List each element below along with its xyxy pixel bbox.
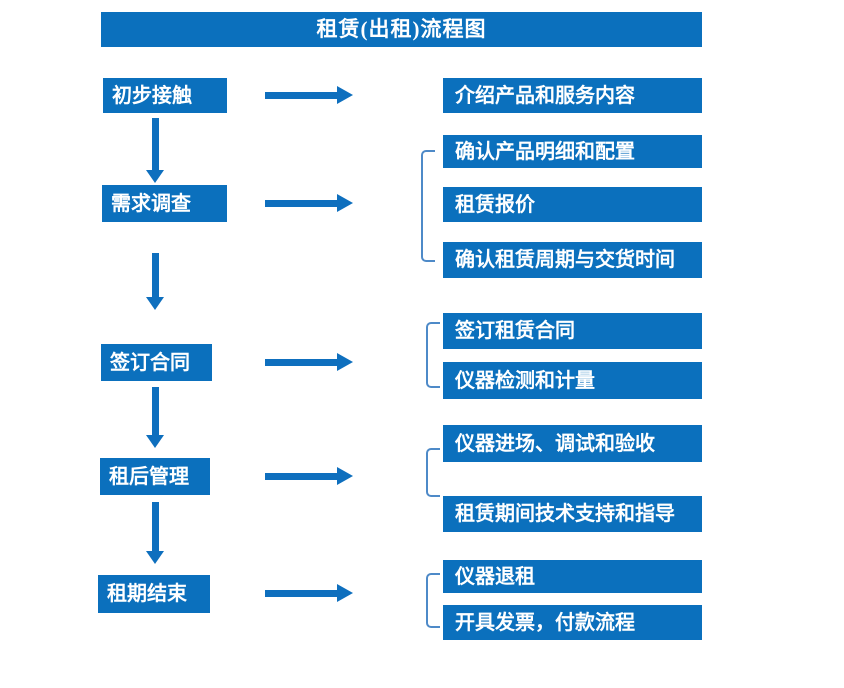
step-box-sign-contract: 签订合同 bbox=[101, 344, 212, 381]
step-box-initial-contact: 初步接触 bbox=[103, 78, 227, 113]
step-box-post-rental-management: 租后管理 bbox=[100, 458, 210, 495]
bracket-icon bbox=[426, 573, 440, 628]
arrow-down-icon bbox=[146, 118, 164, 183]
arrow-down-icon bbox=[146, 253, 164, 310]
arrow-shaft bbox=[151, 253, 159, 299]
arrow-right-icon bbox=[265, 194, 353, 212]
arrow-shaft bbox=[265, 91, 339, 99]
step-box-demand-survey: 需求调查 bbox=[102, 185, 227, 222]
detail-box-confirm-period-delivery: 确认租赁周期与交货时间 bbox=[443, 242, 702, 278]
detail-box-rental-quote: 租赁报价 bbox=[443, 187, 702, 222]
arrow-right-icon bbox=[265, 86, 353, 104]
detail-box-confirm-product-config: 确认产品明细和配置 bbox=[443, 135, 702, 168]
flowchart-title: 租赁(出租)流程图 bbox=[101, 12, 702, 47]
arrow-shaft bbox=[265, 472, 339, 480]
arrow-shaft bbox=[265, 199, 339, 207]
detail-box-sign-rental-contract: 签订租赁合同 bbox=[443, 313, 702, 349]
arrow-head bbox=[337, 194, 353, 212]
bracket-icon bbox=[426, 322, 440, 388]
bracket-icon bbox=[426, 448, 440, 497]
arrow-shaft bbox=[265, 358, 339, 366]
detail-box-invoice-payment: 开具发票，付款流程 bbox=[443, 605, 702, 640]
detail-box-instrument-return: 仪器退租 bbox=[443, 560, 702, 593]
detail-box-instrument-test-measure: 仪器检测和计量 bbox=[443, 362, 702, 399]
detail-box-instrument-setup-acceptance: 仪器进场、调试和验收 bbox=[443, 425, 702, 462]
arrow-head bbox=[337, 353, 353, 371]
step-box-rental-end: 租期结束 bbox=[98, 575, 210, 613]
arrow-head bbox=[337, 584, 353, 602]
arrow-shaft bbox=[151, 387, 159, 437]
detail-box-introduce-products: 介绍产品和服务内容 bbox=[443, 78, 702, 113]
arrow-down-icon bbox=[146, 502, 164, 564]
arrow-right-icon bbox=[265, 353, 353, 371]
arrow-head bbox=[337, 86, 353, 104]
arrow-head bbox=[146, 551, 164, 564]
arrow-right-icon bbox=[265, 467, 353, 485]
arrow-shaft bbox=[265, 589, 339, 597]
arrow-head bbox=[146, 297, 164, 310]
arrow-right-icon bbox=[265, 584, 353, 602]
bracket-icon bbox=[421, 150, 435, 262]
arrow-head bbox=[146, 435, 164, 448]
arrow-shaft bbox=[151, 502, 159, 553]
arrow-head bbox=[146, 170, 164, 183]
arrow-down-icon bbox=[146, 387, 164, 448]
arrow-head bbox=[337, 467, 353, 485]
arrow-shaft bbox=[151, 118, 159, 172]
detail-box-tech-support: 租赁期间技术支持和指导 bbox=[443, 496, 702, 532]
